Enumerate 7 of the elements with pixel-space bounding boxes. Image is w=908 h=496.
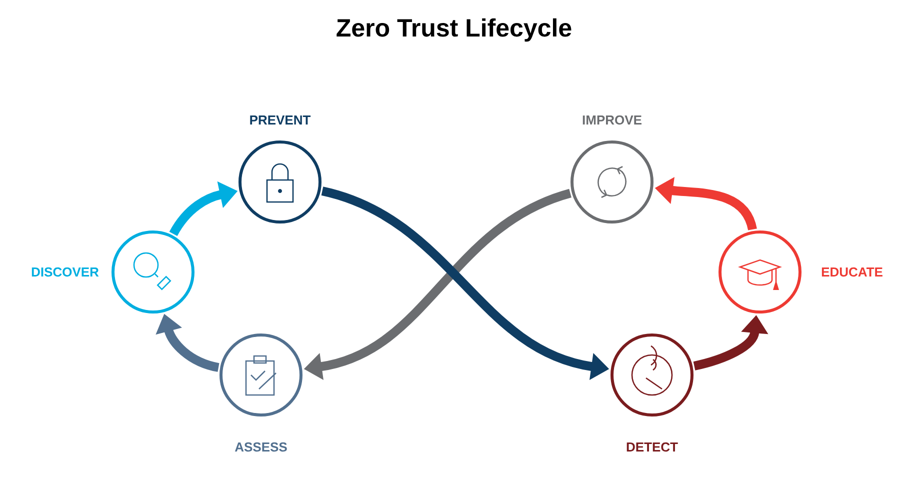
- step-label: ASSESS: [234, 442, 287, 452]
- step-label: IMPROVE: [582, 115, 642, 125]
- step-label: DISCOVER: [32, 267, 99, 277]
- step-label: PREVENT: [250, 116, 311, 124]
- step-label: DETECT: [626, 442, 678, 452]
- step-label: EDUCATE: [822, 267, 882, 277]
- title: Zero Trust Lifecycle: [336, 18, 572, 42]
